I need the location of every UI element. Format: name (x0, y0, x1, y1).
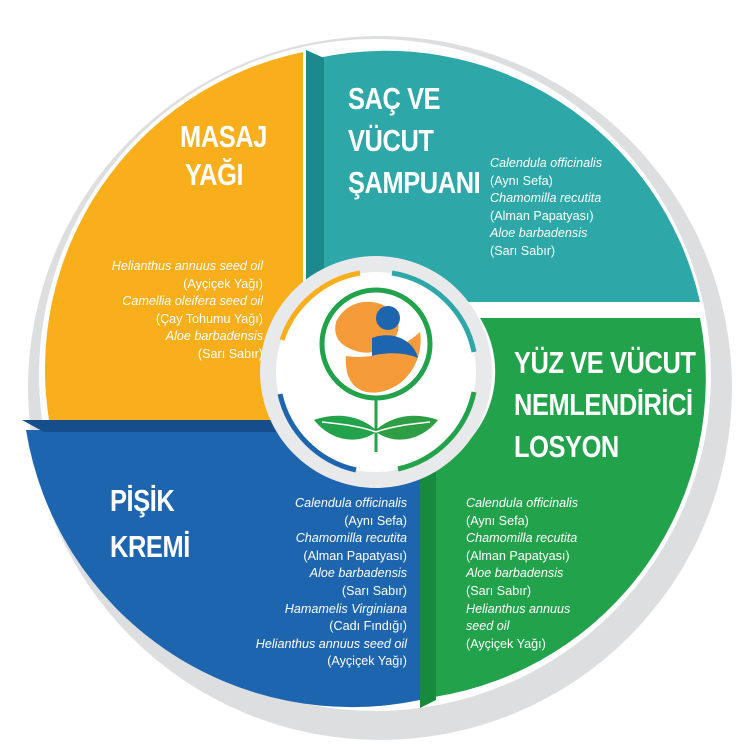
center-accent-green (397, 391, 477, 472)
ingredient-latin: Helianthus annuus seed oil (255, 636, 407, 651)
segment-pisik-shade (22, 420, 300, 432)
title-line: VÜCUT (348, 123, 434, 158)
ingredients-losyon: Calendula officinalis (Aynı Sefa) Chamom… (466, 495, 578, 653)
ingredient-common: (Çay Tohumu Yağı) (155, 311, 263, 326)
ingredient-common: (Sarı Sabır) (197, 346, 263, 361)
ingredient-common: (Alman Papatyası) (490, 208, 594, 223)
ingredient-common: (Sarı Sabır) (466, 583, 532, 598)
ingredient-latin: Aloe barbadensis (490, 226, 588, 241)
ingredient-latin: Calendula officinalis (490, 156, 603, 170)
title-line: LOSYON (514, 429, 619, 464)
title-pisik: PİŞİK KREMİ (110, 478, 190, 570)
ingredient-latin: Aloe barbadensis (165, 329, 263, 344)
ingredient-common: (Aynı Sefa) (344, 513, 407, 528)
title-line: SAÇ VE (348, 81, 441, 116)
ingredient-latin: Chamomilla recutita (466, 531, 578, 546)
ingredient-common: (Sarı Sabır) (490, 243, 556, 258)
ingredient-latin: Chamomilla recutita (295, 531, 407, 546)
title-line: NEMLENDİRİCİ (514, 387, 693, 422)
segment-pisik (26, 430, 420, 708)
ingredient-common: (Alman Papatyası) (303, 548, 407, 563)
ingredient-common: (Cadı Fındığı) (329, 619, 407, 634)
ingredient-common: (Ayçiçek Yağı) (466, 636, 546, 651)
ingredient-common: (Ayçiçek Yağı) (183, 276, 263, 291)
ingredient-common: (Ayçiçek Yağı) (327, 654, 407, 669)
center-accent-teal (391, 270, 477, 353)
center-accent-orange (279, 270, 361, 341)
segment-losyon-shade (420, 460, 436, 708)
title-masaj: MASAJ YAĞI (180, 118, 267, 194)
segment-sampuan-shade (306, 50, 324, 296)
ingredient-latin: Camellia oleifera seed oil (122, 294, 263, 309)
ingredients-sampuan: Calendula officinalis (Aynı Sefa) Chamom… (490, 155, 602, 261)
segment-sampuan (318, 50, 700, 302)
brand-logo (314, 287, 438, 452)
title-line: ŞAMPUANI (348, 165, 481, 200)
title-line: KREMİ (110, 529, 190, 564)
ingredient-latin: Hamamelis Virginiana (284, 601, 407, 616)
ingredient-latin: Aloe barbadensis (309, 566, 407, 581)
ingredient-latin: Aloe barbadensis (466, 566, 564, 581)
ingredient-latin: Calendula officinalis (466, 496, 579, 510)
title-losyon: YÜZ VE VÜCUT NEMLENDİRİCİ LOSYON (514, 342, 696, 468)
segment-masaj (44, 52, 304, 426)
title-line: YAĞI (184, 157, 244, 192)
title-line: PİŞİK (110, 483, 175, 518)
ingredient-common: (Sarı Sabır) (341, 583, 407, 598)
center-accent-blue (277, 393, 357, 473)
ingredients-pisik: Calendula officinalis (Aynı Sefa) Chamom… (256, 495, 407, 671)
title-line: MASAJ (180, 119, 267, 154)
title-line: YÜZ VE VÜCUT (514, 345, 696, 380)
ingredient-latin: Chamomilla recutita (490, 191, 602, 206)
segment-losyon (434, 318, 706, 697)
ingredient-common: (Aynı Sefa) (490, 173, 553, 188)
ingredient-latin: Helianthus annuus seed oil (111, 259, 263, 273)
ingredient-common: (Aynı Sefa) (466, 513, 529, 528)
ingredient-common: (Alman Papatyası) (466, 548, 570, 563)
ingredients-masaj: Helianthus annuus seed oil (Ayçiçek Yağı… (112, 258, 263, 364)
ingredient-latin: seed oil (466, 619, 510, 634)
title-sampuan: SAÇ VE VÜCUT ŞAMPUANI (348, 78, 481, 204)
ingredient-latin: Calendula officinalis (294, 496, 407, 510)
ingredient-latin: Helianthus annuus (466, 601, 571, 616)
